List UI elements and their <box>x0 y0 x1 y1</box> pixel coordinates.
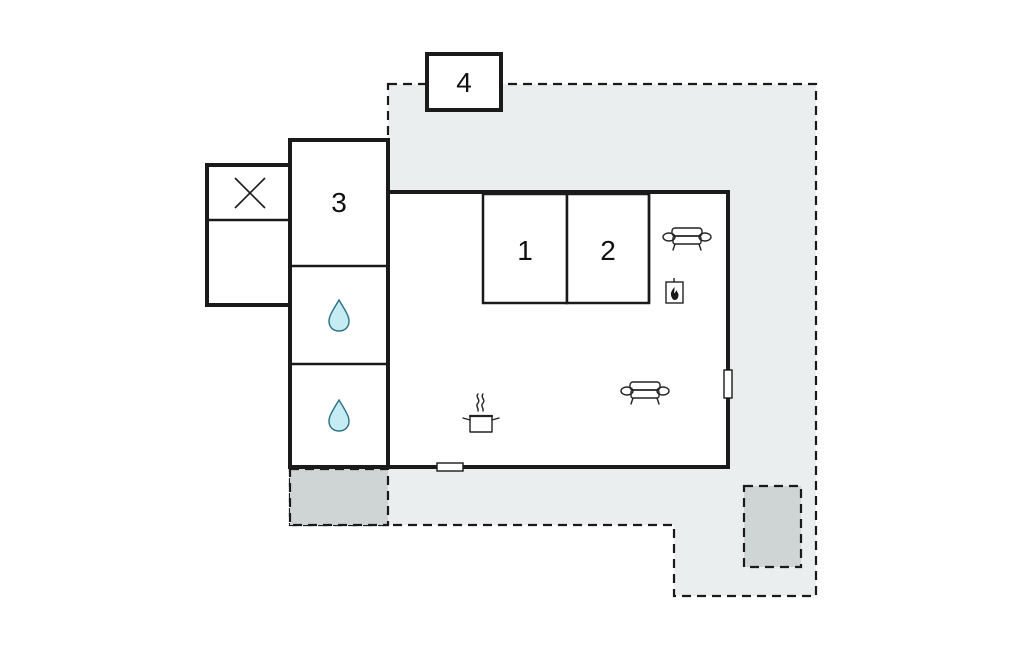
fireplace-icon <box>665 278 684 304</box>
door-right <box>723 369 733 399</box>
door-bottom <box>436 462 464 472</box>
cooking-pot-icon <box>462 393 500 433</box>
utility-block <box>205 163 292 307</box>
water-drop-icon <box>328 398 350 432</box>
paved-area-right <box>742 484 803 569</box>
bedroom-2-label: 2 <box>600 235 616 266</box>
sofa-icon <box>662 227 712 251</box>
water-drop-icon <box>328 298 350 332</box>
paved-area-left <box>288 467 390 527</box>
annex-4-building <box>425 52 503 112</box>
bedroom-2 <box>565 192 651 305</box>
bedroom-1-label: 1 <box>517 235 533 266</box>
annex-4-label: 4 <box>456 67 472 98</box>
cross-icon <box>234 177 266 209</box>
sofa-icon <box>620 381 670 405</box>
room-3-label: 3 <box>331 187 347 218</box>
